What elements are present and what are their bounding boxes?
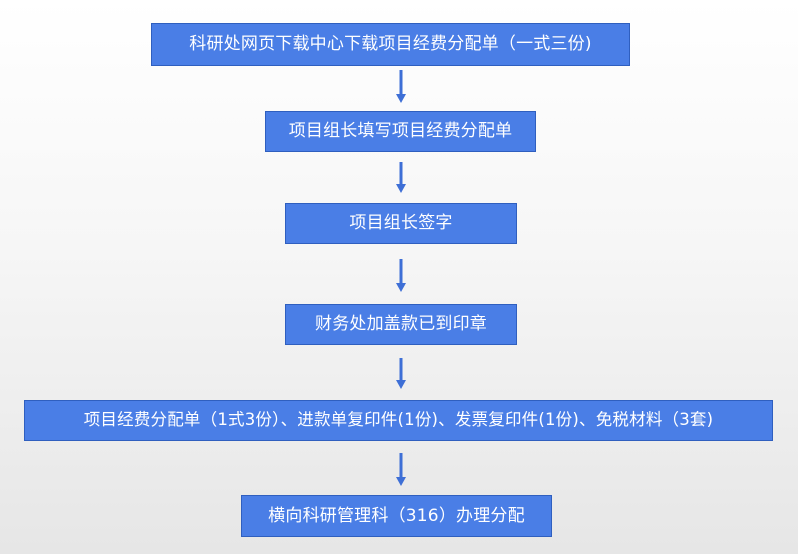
step-required-materials: 项目经费分配单（1式3份）、进款单复印件(1份)、发票复印件(1份)、免税材料（… [24, 400, 773, 441]
step-fill-form: 项目组长填写项目经费分配单 [265, 111, 536, 152]
arrow-down-icon [396, 358, 406, 389]
down-arrow-icon [395, 358, 407, 390]
step-label: 财务处加盖款已到印章 [315, 314, 487, 334]
step-label: 项目组长填写项目经费分配单 [288, 121, 513, 141]
step-label: 项目组长签字 [349, 213, 453, 233]
step-finance-stamp: 财务处加盖款已到印章 [285, 304, 517, 345]
arrow-down-icon [396, 453, 406, 486]
step-label: 项目经费分配单（1式3份）、进款单复印件(1份)、发票复印件(1份)、免税材料（… [83, 410, 714, 430]
down-arrow-icon [395, 162, 407, 194]
step-leader-sign: 项目组长签字 [285, 203, 517, 244]
arrow-down-icon [396, 70, 406, 103]
step-download-form: 科研处网页下载中心下载项目经费分配单（一式三份) [151, 23, 630, 66]
arrow-down-icon [396, 162, 406, 193]
step-label: 横向科研管理科（316）办理分配 [268, 505, 525, 526]
down-arrow-icon [395, 70, 407, 104]
down-arrow-icon [395, 259, 407, 293]
arrow-down-icon [396, 259, 406, 292]
step-label: 科研处网页下载中心下载项目经费分配单（一式三份) [189, 34, 592, 54]
step-process-allocation: 横向科研管理科（316）办理分配 [241, 495, 552, 537]
down-arrow-icon [395, 453, 407, 487]
